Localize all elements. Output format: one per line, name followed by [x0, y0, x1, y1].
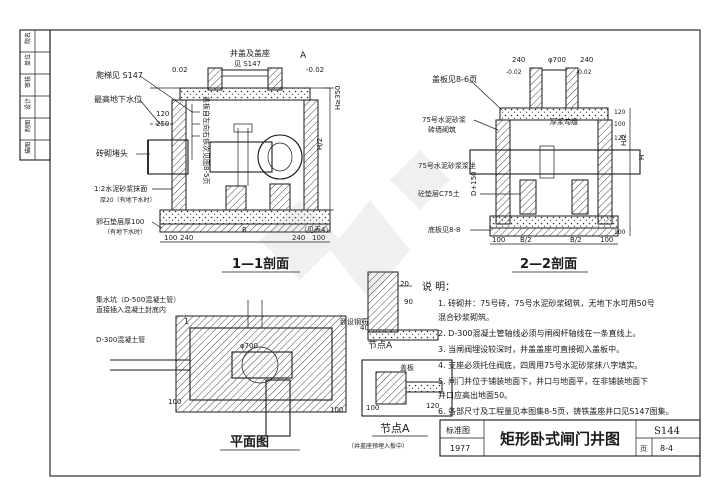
node-a: 90 40 20 卧设钢筋 节点A 盖板 120 100 节点A （井盖座预埋入…	[340, 271, 453, 450]
s11-plaster: 1:2水泥砂浆抹面	[94, 184, 147, 193]
note-2: 2. D-300混凝土管轴线必须与闸阀杆轴线在一条直线上。	[438, 328, 641, 338]
stamp-line-2: 单位	[24, 54, 32, 66]
plan-d100a: 100	[168, 398, 181, 406]
s22-title: 2—2剖面	[520, 256, 577, 272]
s22-d100d: 100	[600, 236, 613, 244]
s11-max-gw: 最高地下水位	[94, 94, 142, 104]
node-sub: （井盖座预埋入板中）	[348, 442, 408, 450]
tb-title: 矩形卧式闸门井图	[500, 430, 620, 448]
s11-cover-label: 井盖及盖座	[230, 48, 270, 58]
s11-title: 1—1剖面	[232, 256, 289, 272]
s11-ladder: 爬梯见 S147	[96, 70, 143, 80]
s11-b-mark: B	[242, 226, 247, 234]
stamp-line-6: 描图	[24, 142, 32, 154]
plan-pipe-top2: 直接插入混凝土封底内	[96, 305, 166, 314]
node-note1: 卧设钢筋	[340, 317, 368, 326]
s22-b2a: B/2	[520, 236, 532, 244]
tb-year: 1977	[450, 444, 470, 453]
tb-page-prefix: 页	[640, 445, 647, 453]
s11-plaster-note: 厚20（有地下水时）	[100, 196, 156, 204]
s22-d240b: 240	[580, 56, 593, 64]
s11-d250: 250	[156, 120, 169, 128]
s11-h350: H≥350	[334, 86, 342, 111]
s22-top-ele: -0.02	[506, 69, 522, 76]
s11-w-note: （见表4）	[300, 225, 332, 234]
s22-base: 底板见8-8	[428, 225, 460, 234]
s11-d100a: 100	[164, 234, 177, 242]
note-5b: 井口应高出地面50。	[438, 390, 512, 400]
node-d20: 20	[400, 280, 409, 288]
stamp-line-5: 制图	[24, 120, 32, 132]
s22-mortar: 75号水泥砂浆浆坐	[418, 161, 476, 170]
node-d100: 100	[366, 404, 379, 412]
s22-brick-wall: 砖墙砌筑	[428, 125, 456, 134]
title-block: 标准图 1977 矩形卧式闸门井图 S144 页 8-4	[439, 419, 701, 457]
s22-h: H	[638, 155, 646, 160]
stamp-strip: 院名 单位 审核 设计 制图 描图	[19, 29, 51, 161]
s11-a-mark: A	[300, 51, 307, 61]
notes-block: 说 明： 1. 砖砌井：75号砖，75号水泥砂浆砌筑，无地下水可用50号 混合砂…	[422, 280, 674, 416]
s11-top-ele2: -0.02	[306, 66, 324, 74]
s22-h2: H/2	[620, 134, 628, 146]
note-3: 3. 当闸阀埋设较深时，井盖盖座可直接砌入盖板中。	[438, 344, 624, 354]
plan-pipe-top: 集水坑（D-500混凝土管）	[96, 295, 180, 304]
tb-standard: 标准图	[446, 425, 470, 435]
s22-d100b: 100	[614, 229, 626, 236]
watermark	[260, 150, 450, 300]
sheet-border	[49, 29, 701, 477]
s22-top-ele2: -0.02	[576, 69, 592, 76]
s11-d240b: 240	[292, 234, 305, 242]
node-label-top: 节点A	[368, 340, 393, 351]
s22-d240a: 240	[512, 56, 525, 64]
s22-b2b: B/2	[570, 236, 582, 244]
s22-seal: 厚浆勾缝	[550, 117, 578, 126]
plan-title: 平面图	[230, 435, 269, 450]
notes-heading: 说 明：	[422, 280, 455, 293]
s11-d240a: 240	[180, 234, 193, 242]
s22-d150: D+150	[470, 171, 478, 196]
plan-dia: φ700	[240, 342, 258, 350]
s22-d100: 100	[614, 121, 626, 128]
stamp-line-4: 设计	[24, 98, 32, 110]
plan-one: 1	[184, 317, 189, 326]
stamp-line-3: 审核	[24, 76, 32, 88]
s22-cover: 盖板见8-6页	[432, 74, 477, 84]
section-2-2: 盖板见8-6页 75号水泥砂浆 砖墙砌筑 厚浆勾缝 75号水泥砂浆浆坐 砼垫层C…	[418, 56, 646, 273]
s22-dia: φ700	[548, 56, 566, 64]
s11-bolt: 砖砌堵头	[96, 148, 128, 158]
plan-view: 集水坑（D-500混凝土管） 直接插入混凝土封底内 D-300混凝土管 φ700…	[96, 295, 347, 451]
node-note2: 盖板	[400, 363, 414, 372]
plan-pipe-left: D-300混凝土管	[96, 335, 145, 344]
s11-gravel-note: （有地下水时）	[104, 228, 146, 236]
note-1: 1. 砖砌井：75号砖，75号水泥砂浆砌筑，无地下水可用50号	[438, 298, 655, 308]
node-title: 节点A	[380, 422, 410, 435]
s11-cover-slab-note: 盖板自左向右依次见图8-5页	[202, 96, 211, 184]
tb-page-no: 8-4	[660, 444, 673, 453]
note-4: 4. 支座必须托住阀底，四周用75号水泥砂浆抹八字填实。	[438, 360, 642, 370]
s11-top-ele: 0.02	[172, 66, 188, 74]
s11-cover-ref: 见 S147	[234, 60, 261, 68]
node-d90: 90	[404, 298, 413, 306]
s22-d100c: 100	[492, 236, 505, 244]
node-d120: 120	[426, 402, 439, 410]
s22-d120: 120	[614, 109, 626, 116]
stamp-line-1: 院名	[24, 32, 32, 44]
s22-brick75: 75号水泥砂浆	[422, 115, 466, 124]
s11-gravel: 卵石垫层厚100	[96, 217, 144, 226]
note-5: 5. 闸门井位于铺装地面下，井口与地面平，在非铺装地面下	[438, 376, 648, 386]
plan-d100b: 100	[330, 406, 343, 414]
s22-concrete: 砼垫层C75土	[418, 189, 460, 198]
node-d40: 40	[360, 324, 369, 332]
s11-d100b: 100	[312, 234, 325, 242]
s11-h2: H/2	[316, 138, 324, 150]
s22-d120b: 120	[614, 135, 626, 142]
s11-d120: 120	[156, 110, 169, 118]
note-6: 6. 各部尺寸及工程量见本图集8-5页，铸铁盖座井口见S147图集。	[438, 406, 674, 416]
note-1b: 混合砂浆砌筑。	[438, 312, 494, 322]
tb-code: S144	[654, 426, 680, 437]
section-1-1: 井盖及盖座 见 S147 爬梯见 S147 最高地下水位 砖砌堵头 1:2水泥砂…	[94, 48, 342, 273]
